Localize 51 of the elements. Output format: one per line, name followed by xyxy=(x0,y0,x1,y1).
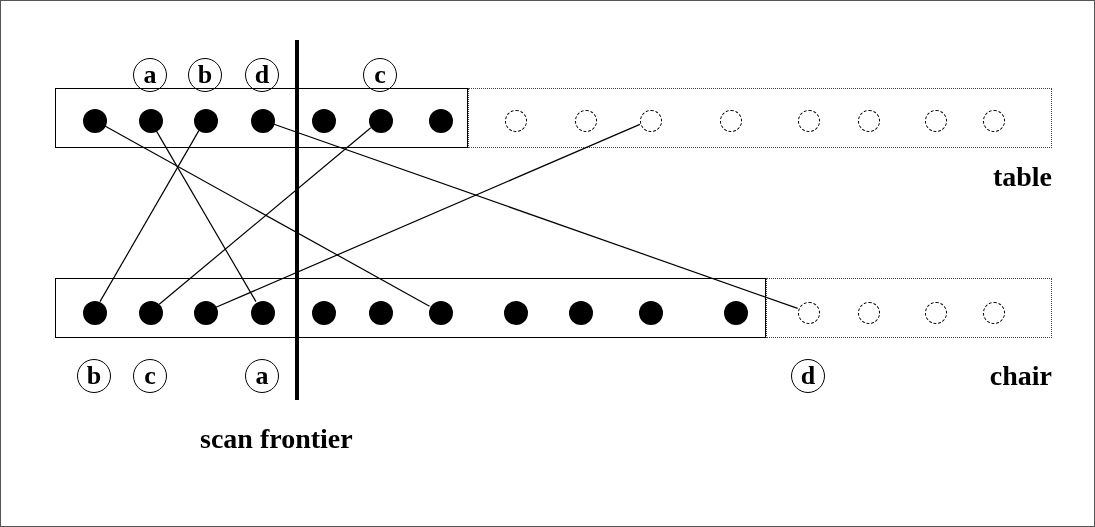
circled-letter: a xyxy=(133,58,167,92)
empty-slot-circle xyxy=(925,302,947,324)
filled-dot xyxy=(83,301,107,325)
empty-slot-circle xyxy=(720,110,742,132)
connector-line xyxy=(103,125,431,307)
filled-dot xyxy=(369,301,393,325)
filled-dot xyxy=(429,301,453,325)
dotted-row-box xyxy=(468,88,1052,148)
filled-dot xyxy=(251,301,275,325)
empty-slot-circle xyxy=(798,110,820,132)
connector-line xyxy=(158,127,372,305)
empty-slot-circle xyxy=(798,302,820,324)
empty-slot-circle xyxy=(983,302,1005,324)
circled-letter: c xyxy=(133,359,167,393)
filled-dot xyxy=(251,109,275,133)
row-label: table xyxy=(992,163,1052,191)
empty-slot-circle xyxy=(983,110,1005,132)
connector-line xyxy=(99,129,200,303)
connector-line xyxy=(215,123,641,308)
filled-dot xyxy=(312,109,336,133)
filled-dot xyxy=(569,301,593,325)
filled-dot xyxy=(639,301,663,325)
circled-letter: b xyxy=(188,58,222,92)
row-box xyxy=(55,88,468,148)
row-box xyxy=(55,278,766,338)
circled-letter: d xyxy=(791,359,825,393)
circled-letter: c xyxy=(363,58,397,92)
empty-slot-circle xyxy=(858,110,880,132)
dotted-row-box xyxy=(766,278,1052,338)
filled-dot xyxy=(369,109,393,133)
row-label: chair xyxy=(989,362,1052,390)
filled-dot xyxy=(504,301,528,325)
filled-dot xyxy=(194,301,218,325)
empty-slot-circle xyxy=(858,302,880,324)
filled-dot xyxy=(724,301,748,325)
filled-dot xyxy=(312,301,336,325)
empty-slot-circle xyxy=(575,110,597,132)
frontier-label: scan frontier xyxy=(200,425,353,453)
circled-letter: a xyxy=(245,359,279,393)
filled-dot xyxy=(83,109,107,133)
connector-line xyxy=(155,129,257,303)
circled-letter: b xyxy=(77,359,111,393)
empty-slot-circle xyxy=(925,110,947,132)
empty-slot-circle xyxy=(640,110,662,132)
circled-letter: d xyxy=(245,58,279,92)
filled-dot xyxy=(139,109,163,133)
filled-dot xyxy=(194,109,218,133)
filled-dot xyxy=(139,301,163,325)
filled-dot xyxy=(429,109,453,133)
connector-line xyxy=(272,123,799,309)
empty-slot-circle xyxy=(505,110,527,132)
